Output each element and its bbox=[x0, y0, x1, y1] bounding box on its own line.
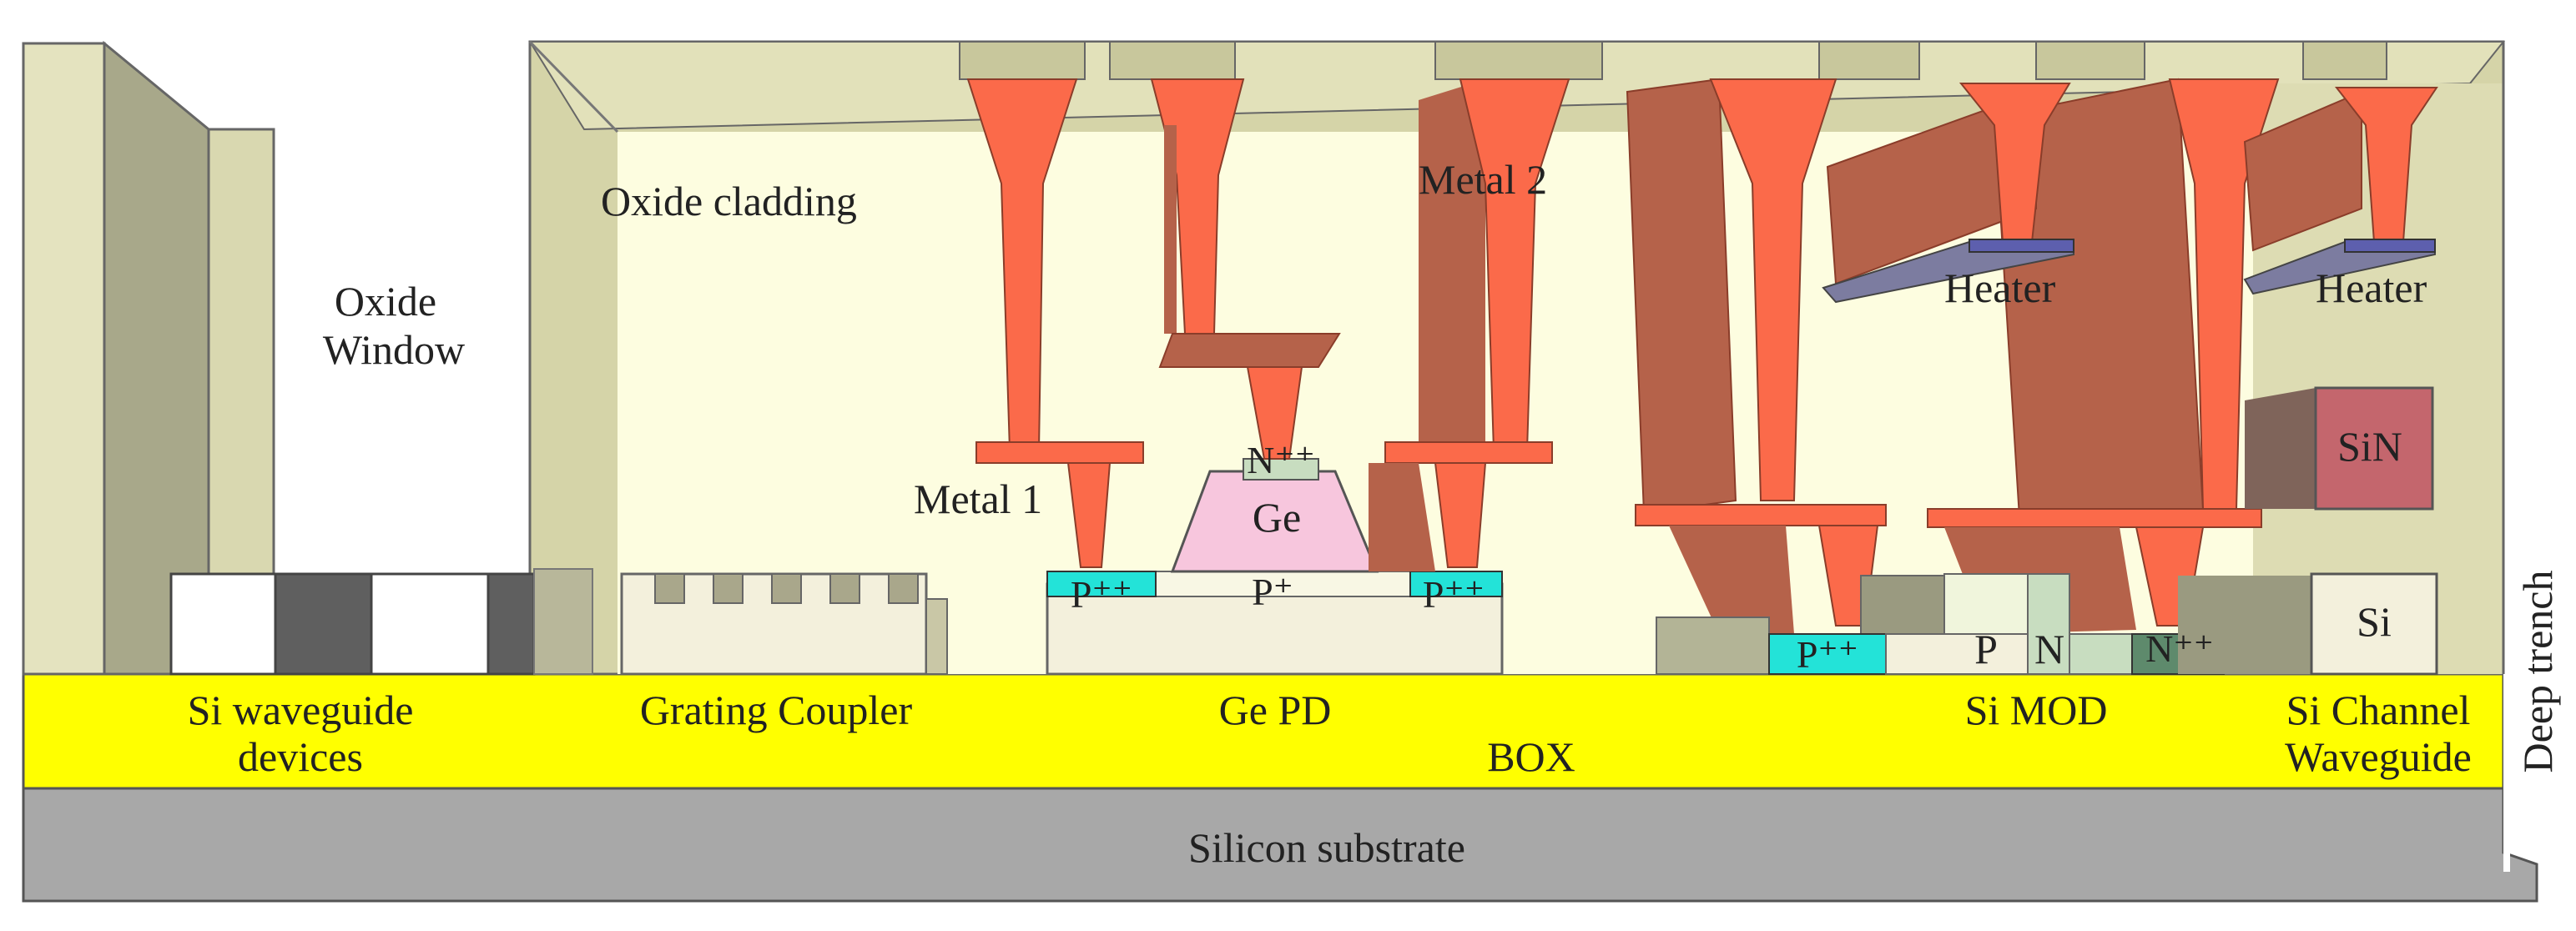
mod-n-label: N bbox=[2034, 626, 2064, 672]
si-waveguide-label-line2: devices bbox=[238, 733, 363, 780]
p-plus-plus-left-label: P⁺⁺ bbox=[1071, 573, 1132, 616]
si-channel-label-line1: Si Channel bbox=[2286, 687, 2471, 733]
oxide-window-label-line2: Window bbox=[323, 326, 465, 373]
p-plus-label: P⁺ bbox=[1252, 571, 1293, 613]
mod-p-label: P bbox=[1974, 626, 1998, 672]
grating-coupler bbox=[620, 572, 948, 676]
oxide-window-walls bbox=[22, 40, 275, 676]
metal-1-label: Metal 1 bbox=[914, 476, 1042, 522]
mod-p-plus-plus-label: P⁺⁺ bbox=[1797, 633, 1858, 676]
grating-coupler-label: Grating Coupler bbox=[640, 687, 913, 733]
si-channel-waveguide bbox=[2178, 572, 2438, 676]
ge-label: Ge bbox=[1253, 494, 1301, 541]
si-mod-label: Si MOD bbox=[1965, 687, 2108, 733]
si-label: Si bbox=[2357, 598, 2392, 645]
heaters bbox=[1822, 239, 2436, 304]
ge-n-plus-plus-label: N⁺⁺ bbox=[1247, 439, 1315, 481]
heater-2-label: Heater bbox=[2316, 264, 2427, 311]
sin-label: SiN bbox=[2337, 423, 2402, 470]
deep-trench-label: Deep trench bbox=[2514, 571, 2561, 773]
ge-pd-label: Ge PD bbox=[1219, 687, 1332, 733]
sin-waveguide bbox=[2245, 386, 2434, 511]
si-waveguide-label-line1: Si waveguide bbox=[188, 687, 414, 733]
p-plus-plus-right-label: P⁺⁺ bbox=[1423, 573, 1485, 616]
box-label: BOX bbox=[1487, 733, 1575, 780]
deep-trench bbox=[2502, 42, 2510, 872]
metal-2-label: Metal 2 bbox=[1419, 156, 1547, 203]
heater-1-label: Heater bbox=[1944, 264, 2056, 311]
metal-interconnects bbox=[966, 78, 2438, 634]
oxide-window-label-line1: Oxide bbox=[335, 278, 436, 325]
si-channel-label-line2: Waveguide bbox=[2285, 733, 2472, 780]
mod-n-plus-plus-label: N⁺⁺ bbox=[2145, 627, 2214, 670]
box-layer bbox=[22, 672, 2505, 790]
oxide-cladding-label: Oxide cladding bbox=[601, 178, 857, 224]
ge-photodetector bbox=[1046, 458, 1504, 676]
silicon-substrate-label: Silicon substrate bbox=[1188, 824, 1465, 871]
si-waveguide-devices bbox=[169, 568, 593, 676]
